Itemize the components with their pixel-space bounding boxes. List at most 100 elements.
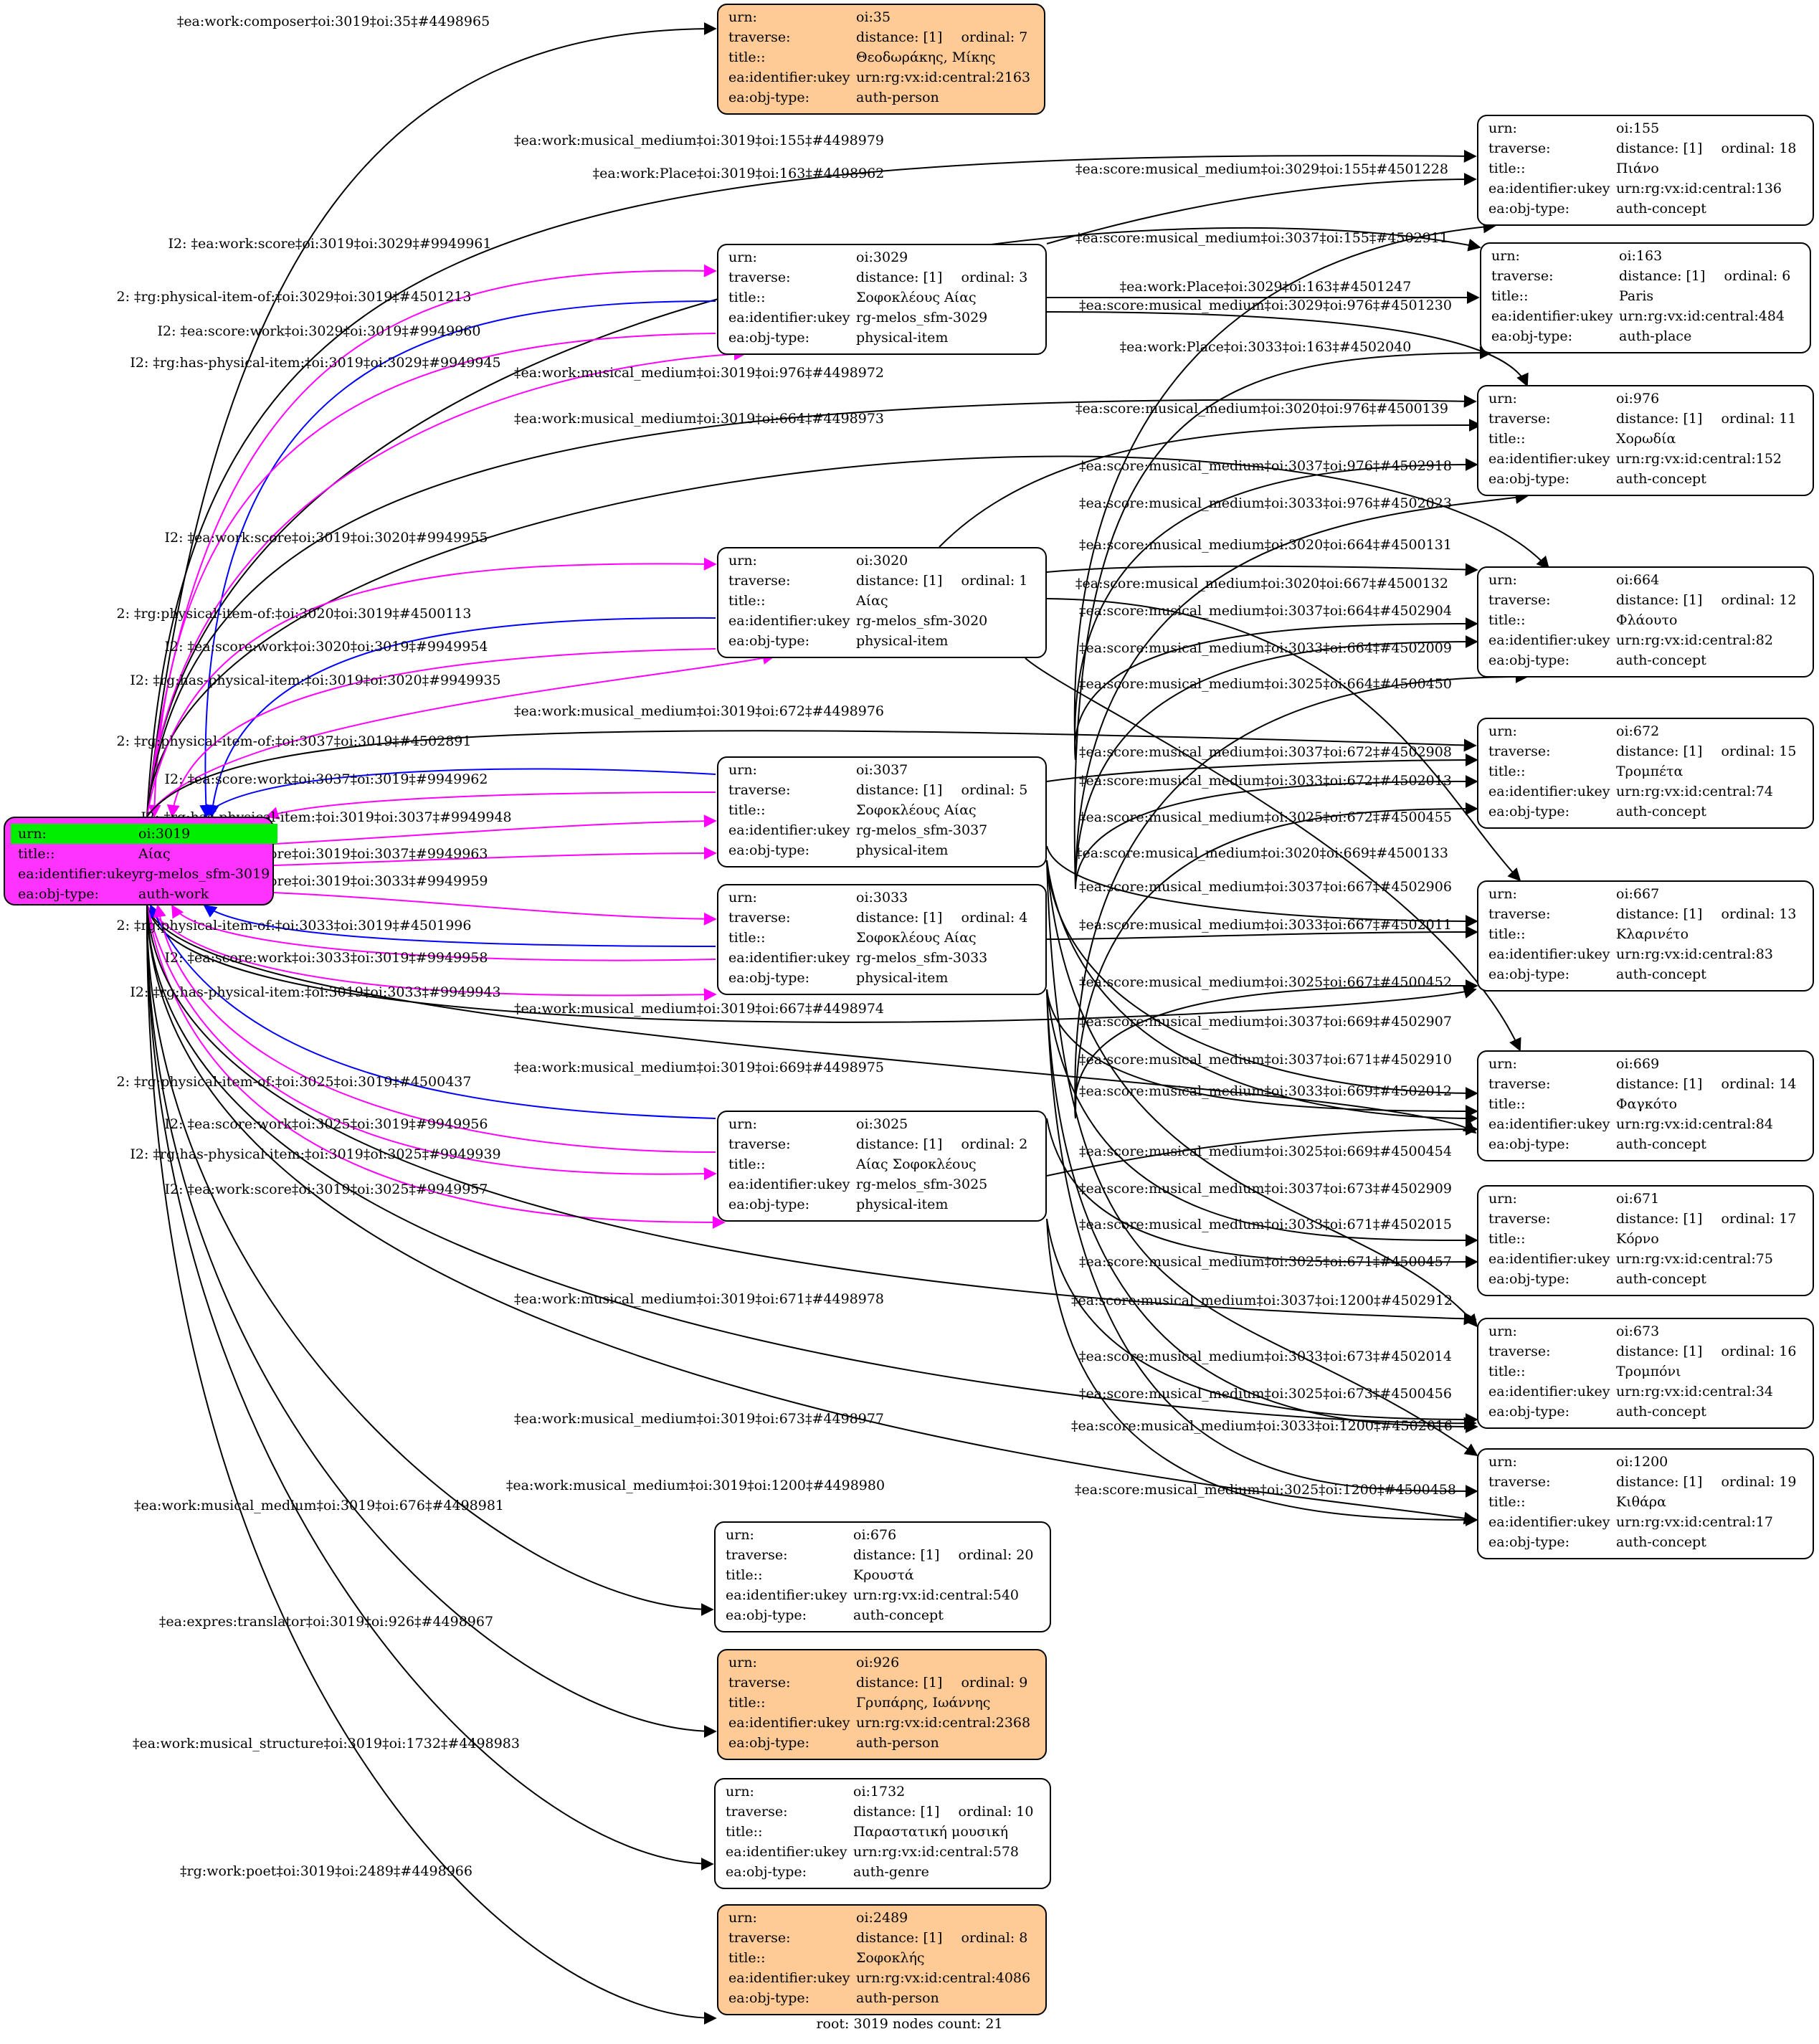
node-ukey-value: rg-melos_sfm-3020 [856, 613, 988, 629]
edge-label: ‡ea:score:musical_medium‡oi:3025‡oi:671‡… [1079, 1254, 1452, 1270]
node-obj-type-value: auth-concept [1616, 966, 1706, 982]
node-traverse-key: traverse: [728, 1675, 791, 1691]
node-ukey-value: urn:rg:vx:id:central:484 [1619, 308, 1785, 324]
node-urn-key: urn: [1488, 1323, 1517, 1339]
edge-3019-664 [146, 455, 1550, 817]
node-title-value: Κρουστά [853, 1567, 914, 1583]
node-title: title::Τρομπέτα [1488, 761, 1803, 781]
edge-3037-671 [1046, 860, 1478, 1125]
node-ukey-value: rg-melos_sfm-3025 [856, 1177, 988, 1192]
node-obj-type-value: auth-person [856, 90, 939, 105]
node-urn: urn:oi:3020 [728, 551, 1035, 571]
node-urn-key: urn: [1488, 1191, 1517, 1207]
node-urn-key: urn: [728, 249, 757, 265]
node-title-key: title:: [728, 593, 766, 609]
edge-label: ‡ea:score:musical_medium‡oi:3025‡oi:669‡… [1079, 1144, 1452, 1159]
node-title-key: title:: [726, 1824, 763, 1840]
node-obj-type-value: physical-item [856, 1197, 949, 1212]
node-traverse-ordinal: ordinal: 4 [961, 910, 1028, 926]
node-traverse-key: traverse: [728, 270, 791, 285]
edge-label: ‡ea:score:musical_medium‡oi:3033‡oi:671‡… [1079, 1217, 1452, 1232]
node-title: title::Φλάουτο [1488, 610, 1803, 630]
node-traverse-ordinal: ordinal: 3 [961, 270, 1028, 285]
node-urn-key: urn: [728, 1655, 757, 1670]
node-title: title::Τρομπόνι [1488, 1361, 1803, 1382]
node-ukey-value: urn:rg:vx:id:central:82 [1616, 632, 1773, 648]
node-obj-type: ea:obj-type:auth-work [11, 884, 277, 904]
edge-3025-667 [1074, 979, 1478, 1119]
node-ukey-key: ea:identifier:ukey [728, 822, 850, 838]
edge-3025-672 [1075, 802, 1478, 1119]
node-traverse-ordinal: ordinal: 9 [961, 1675, 1028, 1691]
node-obj-type-value: physical-item [856, 633, 949, 649]
node-traverse-value: distance: [1] [856, 782, 943, 798]
node-obj-type-key: ea:obj-type: [728, 970, 810, 986]
edge-label: ‡ea:work:musical_medium‡oi:3019‡oi:676‡#… [134, 1498, 504, 1513]
edge-label: ‡ea:score:musical_medium‡oi:3033‡oi:976‡… [1079, 495, 1452, 511]
node-urn: urn:oi:667 [1488, 884, 1803, 904]
node-ukey-key: ea:identifier:ukey [728, 70, 850, 85]
node-title-value: Παραστατική μουσική [853, 1824, 1008, 1840]
edge-label: ‡ea:score:musical_medium‡oi:3020‡oi:667‡… [1075, 576, 1448, 591]
node-traverse-key: traverse: [728, 1136, 791, 1152]
edge-3037-155 [1073, 220, 1496, 761]
node-traverse: traverse:distance: [1]ordinal: 17 [1488, 1209, 1803, 1229]
edge-label: ‡ea:score:musical_medium‡oi:3025‡oi:673‡… [1079, 1386, 1452, 1402]
edge-3020-3019 [206, 617, 716, 818]
edge-3025-664 [1074, 670, 1529, 1119]
node-urn-value: oi:3037 [856, 762, 908, 778]
node-traverse-key: traverse: [1488, 743, 1551, 759]
node-urn-key: urn: [1488, 723, 1517, 739]
edge-label: ‡ea:expres:translator‡oi:3019‡oi:926‡#44… [159, 1614, 493, 1630]
node-urn: urn:oi:3019 [11, 824, 277, 844]
node-traverse-ordinal: ordinal: 15 [1721, 743, 1797, 759]
edge-3019-667 [146, 905, 1477, 1023]
node-ukey-key: ea:identifier:ukey [728, 1177, 850, 1192]
edge-3019-3033 [146, 905, 717, 1002]
edge-3033-3019 [203, 904, 716, 947]
node-traverse-key: traverse: [1488, 592, 1551, 608]
node-title: title::Κιθάρα [1488, 1492, 1803, 1512]
node-ukey-value: rg-melos_sfm-3033 [856, 950, 988, 966]
node-urn: urn:oi:664 [1488, 570, 1803, 590]
node-traverse-value: distance: [1] [1616, 1474, 1703, 1490]
node-obj-type-key: ea:obj-type: [726, 1864, 807, 1880]
node-title-key: title:: [726, 1567, 763, 1583]
edge-label: I2: ‡ea:score:work‡oi:3029‡oi:3019‡#9949… [158, 323, 481, 339]
node-urn: urn:oi:671 [1488, 1189, 1803, 1209]
node-traverse: traverse:distance: [1]ordinal: 10 [726, 1802, 1040, 1822]
node-title-key: title:: [1488, 764, 1526, 779]
node-urn: urn:oi:926 [728, 1653, 1035, 1673]
edge-label: ‡ea:score:musical_medium‡oi:3037‡oi:155‡… [1075, 230, 1448, 246]
node-ukey-key: ea:identifier:ukey [728, 613, 850, 629]
node-title: title::Πιάνο [1488, 158, 1803, 179]
node-title-key: title:: [1491, 288, 1529, 304]
node-obj-type: ea:obj-type:auth-place [1491, 326, 1800, 346]
